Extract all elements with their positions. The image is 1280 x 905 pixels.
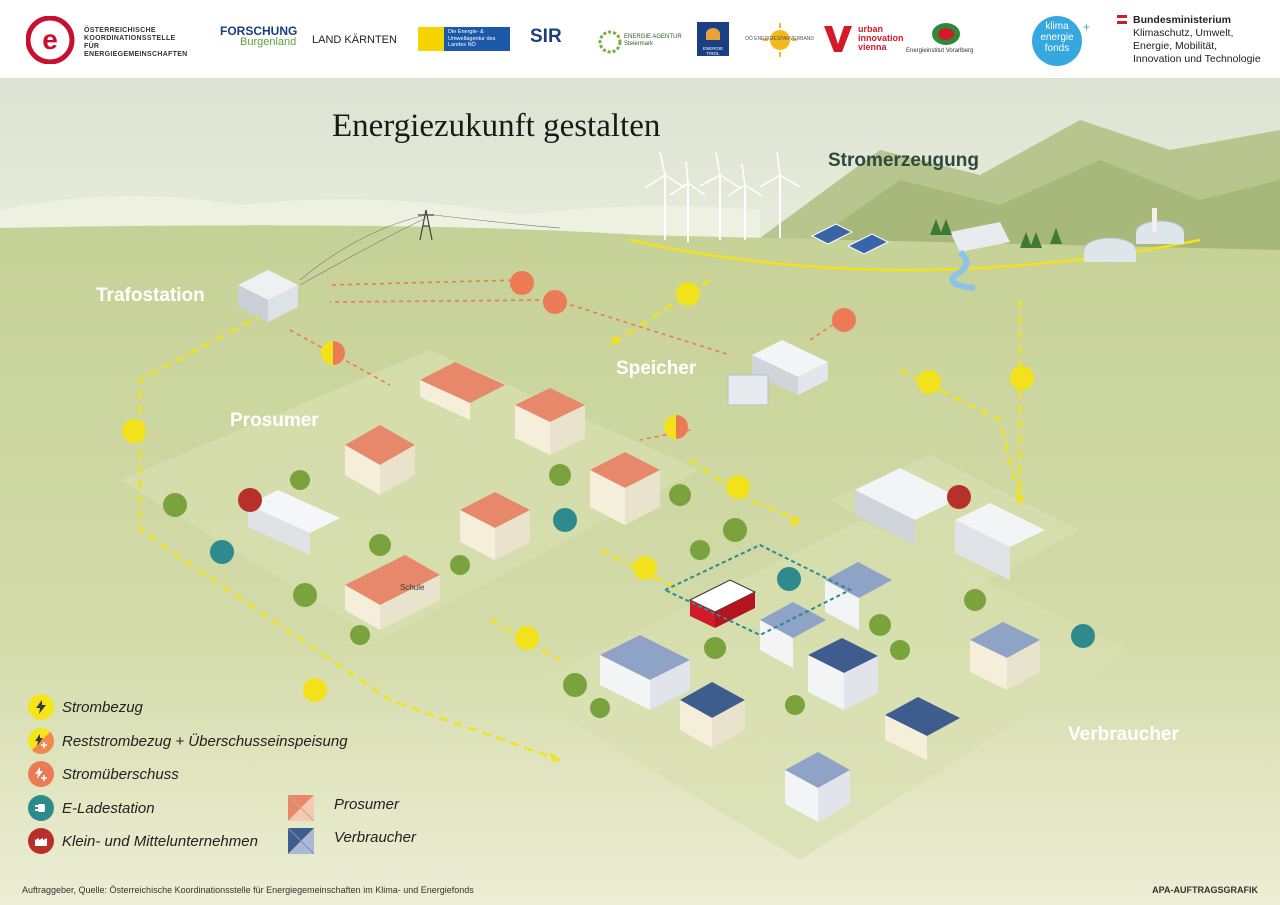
kaernten-logo: LAND KÄRNTEN [312,34,397,46]
steiermark-logo-mark [598,30,622,54]
river [949,249,976,291]
swatch-label-verbraucher: Verbraucher [334,829,416,846]
label-stromerzeugung: Stromerzeugung [828,150,979,171]
steiermark-logo: ENERGIE AGENTUR Steiermark [624,34,682,47]
austria-flag-icon [1117,15,1127,24]
ministry-line2: Klimaschutz, Umwelt, [1133,27,1234,39]
svg-text:e: e [42,24,58,55]
tirol-logo: ENERGIE TIROL [697,22,729,56]
legend-item-kmu: Klein- und Mittelunternehmen [28,827,258,855]
sir-logo: SIR [530,26,562,47]
solar-field [810,223,890,255]
prosumer-houses [248,362,660,630]
generation-trees [930,219,1062,248]
ooe-logo: OÖ ENERGIESPARVERBAND [745,36,814,42]
lightning-icon [28,694,54,720]
scene-strombezug-icons [122,282,1034,702]
legend-item-stromueberschuss: Stromüberschuss [28,760,179,788]
ministry-line4: Innovation und Technologie [1133,53,1261,65]
enu-logo-text: Die Energie- & Umweltagentur des Landes … [448,29,496,48]
urban-innovation-mark [824,26,852,52]
klimafonds-logo: klima energie fonds [1032,16,1082,66]
credit: APA-AUFTRAGSGRAFIK [1152,885,1258,895]
enu-logo: Die Energie- & Umweltagentur des Landes … [418,27,510,51]
legend-item-reststrombezug: Reststrombezug + Überschusseinspeisung [28,727,348,755]
label-verbraucher: Verbraucher [1068,724,1179,745]
legend-label: Stromüberschuss [62,765,179,783]
forschung-logo-line1: FORSCHUNG [220,24,298,38]
klimafonds-plus: + [1083,20,1091,34]
legend-label: Reststrombezug + Überschusseinspeisung [62,732,348,750]
surplus-icon [28,761,54,787]
consumer-houses [600,562,1040,822]
verbraucher-swatch [288,828,314,854]
prosumer-swatch [288,795,314,821]
plug-icon [28,795,54,821]
klimafonds-line3: fonds [1044,43,1070,54]
business-buildings [855,468,1045,580]
legend-label: Klein- und Mittelunternehmen [62,832,258,850]
ministry-line3: Energie, Mobilität, [1133,40,1218,52]
factory-icon [28,828,54,854]
koordinationsstelle-text: ÖSTERREICHISCHE KOORDINATIONSSTELLE FÜR … [84,27,188,58]
scene-split-icons [321,341,688,439]
urban-line2: innovation [858,33,904,43]
label-speicher: Speicher [616,358,697,379]
school-sign: Schule [400,583,425,592]
charging-area [662,543,853,637]
wind-turbines [664,175,781,242]
biogas-plant [1083,208,1185,263]
scene-surplus-icons [510,271,856,332]
source-footer: Auftraggeber, Quelle: Österreichische Ko… [22,885,474,895]
swatch-label-prosumer: Prosumer [334,796,400,813]
ministry-logo: Bundesministerium Klimaschutz, Umwelt, E… [1133,14,1261,66]
urban-line3: vienna [858,42,887,52]
trafostation-building [238,270,298,322]
page-title: Energiezukunft gestalten [332,108,661,144]
vorarlberg-logo-mark [932,23,960,45]
logo-bar: e ÖSTERREICHISCHE KOORDINATIONSSTELLE FÜ… [0,0,1280,78]
legend-label: E-Ladestation [62,799,155,817]
ministry-line1: Bundesministerium [1133,14,1232,26]
split-lightning-icon [28,728,54,754]
power-lines [299,214,561,286]
flow-arrowheads [550,335,1025,762]
urban-line1: urban [858,24,884,34]
ooe-sun-icon [763,23,797,57]
energy-community-scene: Schule [0,78,1280,905]
legend-label: Strombezug [62,698,143,716]
turbine-blades [644,151,801,197]
label-prosumer: Prosumer [230,410,319,431]
storage-building [727,340,828,406]
legend-item-e-ladestation: E-Ladestation [28,794,155,822]
tirol-logo-text: ENERGIE TIROL [702,46,724,56]
klimafonds-line1: klima [1045,21,1069,32]
trees [163,464,986,718]
forschung-logo-line2: Burgenland [240,36,297,48]
vorarlberg-logo: Energieinstitut Vorarlberg [906,48,974,54]
label-trafostation: Trafostation [96,285,205,306]
klimafonds-line2: energie [1040,32,1074,43]
scene-charging-icons [210,508,1095,648]
koordinationsstelle-logo: e [26,16,75,64]
hydro-dam [950,222,1010,252]
legend-item-strombezug: Strombezug [28,693,143,721]
scene-kmu-icons [238,485,971,512]
